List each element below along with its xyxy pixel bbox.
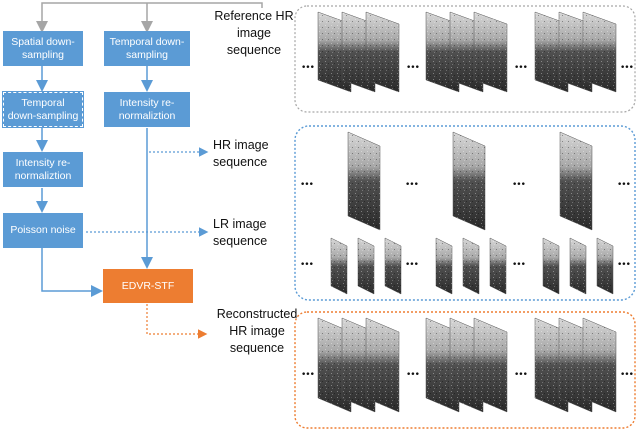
reconstructed-frame-group3-3-texture xyxy=(583,318,616,412)
lr-frame-group3-2-texture xyxy=(570,238,586,294)
reference-frame-group2-3-texture xyxy=(474,12,507,92)
ellipsis-12: ••• xyxy=(617,260,631,270)
ellipsis-1: ••• xyxy=(301,63,315,73)
spatial-downsampling-box: Spatial down-sampling xyxy=(3,31,83,66)
lr-frame-group2-2-texture xyxy=(463,238,479,294)
flow-arrows xyxy=(36,66,153,297)
lr-frame-group2-3-texture xyxy=(490,238,506,294)
ellipsis-6: ••• xyxy=(405,180,419,190)
image-frames xyxy=(317,11,617,413)
lr-frame-group2-1-texture xyxy=(436,238,452,294)
reference-frame-group3-3-texture xyxy=(583,12,616,92)
ellipsis-3: ••• xyxy=(514,63,528,73)
reconstructed-frame-group2-3-texture xyxy=(474,318,507,412)
reference-frame-group1-3-texture xyxy=(366,12,399,92)
dotted-arrows xyxy=(86,147,209,339)
ellipsis-15: ••• xyxy=(514,370,528,380)
ellipsis-13: ••• xyxy=(301,370,315,380)
lr-frame-group3-1-texture xyxy=(543,238,559,294)
hr-sequence-label: HR image sequence xyxy=(213,138,269,169)
ellipsis-7: ••• xyxy=(512,180,526,190)
reference-panel xyxy=(294,5,636,113)
ellipsis-4: ••• xyxy=(620,63,634,73)
edvr-stf-box: EDVR-STF xyxy=(103,269,193,303)
intensity-renormalization-right-box: Intensity re-normaliztion xyxy=(104,92,190,127)
reference-sequence-label: Reference HR image sequence xyxy=(214,9,294,57)
temporal-downsampling-right-box: Temporal down-sampling xyxy=(104,31,190,66)
ellipsis-5: ••• xyxy=(300,180,314,190)
intensity-renormalization-left-box: Intensity re-normaliztion xyxy=(3,152,83,187)
temporal-downsampling-left-box: Temporal down-sampling xyxy=(2,91,84,128)
ellipsis-8: ••• xyxy=(617,180,631,190)
input-arrows xyxy=(36,2,263,33)
reconstructed-panel xyxy=(294,311,636,429)
lr-sequence-label: LR image sequence xyxy=(213,217,268,248)
hr-frame-2-texture xyxy=(453,132,485,230)
lr-frame-group1-2-texture xyxy=(358,238,374,294)
hr-frame-3-texture xyxy=(560,132,592,230)
hr-frame-1-texture xyxy=(348,132,380,230)
ellipsis-11: ••• xyxy=(512,260,526,270)
poisson-noise-box: Poisson noise xyxy=(3,213,83,248)
reconstructed-frame-group1-3-texture xyxy=(366,318,399,412)
lr-frame-group1-3-texture xyxy=(385,238,401,294)
ellipsis-14: ••• xyxy=(406,370,420,380)
lr-frame-group1-1-texture xyxy=(331,238,347,294)
reconstructed-sequence-label: Reconstructed HR image sequence xyxy=(216,307,298,355)
ellipsis-10: ••• xyxy=(405,260,419,270)
lr-frame-group3-3-texture xyxy=(597,238,613,294)
ellipsis-16: ••• xyxy=(620,370,634,380)
ellipsis-2: ••• xyxy=(406,63,420,73)
hr-lr-panel xyxy=(294,125,636,301)
ellipsis-9: ••• xyxy=(300,260,314,270)
